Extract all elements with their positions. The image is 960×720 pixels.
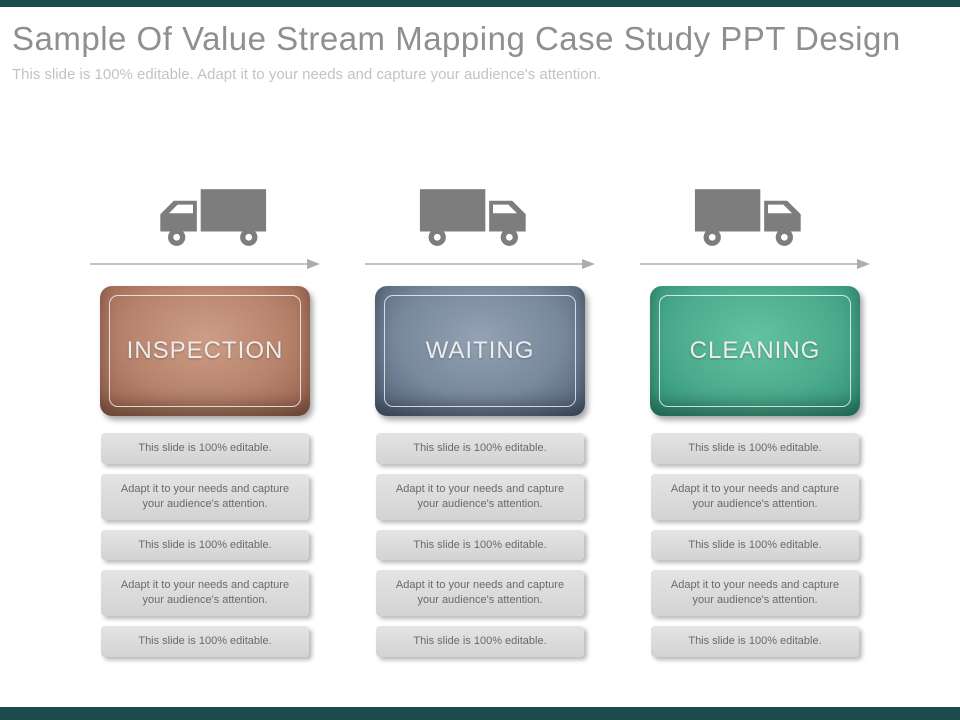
info-box-list: This slide is 100% editable. Adapt it to… bbox=[376, 433, 584, 657]
info-box: Adapt it to your needs and capture your … bbox=[101, 473, 309, 520]
info-box-list: This slide is 100% editable. Adapt it to… bbox=[101, 433, 309, 657]
column-cleaning: CLEANING This slide is 100% editable. Ad… bbox=[640, 182, 870, 657]
info-box: Adapt it to your needs and capture your … bbox=[376, 473, 584, 520]
info-box-list: This slide is 100% editable. Adapt it to… bbox=[651, 433, 859, 657]
slide-header: Sample Of Value Stream Mapping Case Stud… bbox=[12, 20, 948, 83]
process-columns: INSPECTION This slide is 100% editable. … bbox=[90, 182, 870, 657]
stage-label: WAITING bbox=[425, 337, 535, 364]
stage-card-inspection: INSPECTION bbox=[100, 286, 310, 416]
flow-arrow-icon bbox=[640, 258, 870, 270]
info-box: This slide is 100% editable. bbox=[376, 626, 584, 657]
top-accent-bar bbox=[0, 0, 960, 7]
info-box: This slide is 100% editable. bbox=[101, 626, 309, 657]
truck-icon bbox=[143, 182, 268, 252]
info-box: Adapt it to your needs and capture your … bbox=[651, 473, 859, 520]
info-box: This slide is 100% editable. bbox=[376, 529, 584, 561]
info-box: This slide is 100% editable. bbox=[651, 529, 859, 561]
info-box: This slide is 100% editable. bbox=[651, 433, 859, 464]
stage-label: INSPECTION bbox=[126, 337, 284, 364]
stage-label: CLEANING bbox=[689, 337, 821, 364]
info-box: Adapt it to your needs and capture your … bbox=[651, 570, 859, 617]
info-box: Adapt it to your needs and capture your … bbox=[101, 570, 309, 617]
info-box: This slide is 100% editable. bbox=[101, 433, 309, 464]
info-box: This slide is 100% editable. bbox=[651, 626, 859, 657]
truck-icon bbox=[418, 182, 543, 252]
stage-card-waiting: WAITING bbox=[375, 286, 585, 416]
flow-arrow-icon bbox=[90, 258, 320, 270]
info-box: This slide is 100% editable. bbox=[101, 529, 309, 561]
column-inspection: INSPECTION This slide is 100% editable. … bbox=[90, 182, 320, 657]
truck-icon bbox=[693, 182, 818, 252]
bottom-accent-bar bbox=[0, 707, 960, 720]
flow-arrow-icon bbox=[365, 258, 595, 270]
slide-title: Sample Of Value Stream Mapping Case Stud… bbox=[12, 20, 901, 57]
column-waiting: WAITING This slide is 100% editable. Ada… bbox=[365, 182, 595, 657]
slide-subtitle: This slide is 100% editable. Adapt it to… bbox=[12, 66, 602, 83]
info-box: Adapt it to your needs and capture your … bbox=[376, 570, 584, 617]
stage-card-cleaning: CLEANING bbox=[650, 286, 860, 416]
info-box: This slide is 100% editable. bbox=[376, 433, 584, 464]
